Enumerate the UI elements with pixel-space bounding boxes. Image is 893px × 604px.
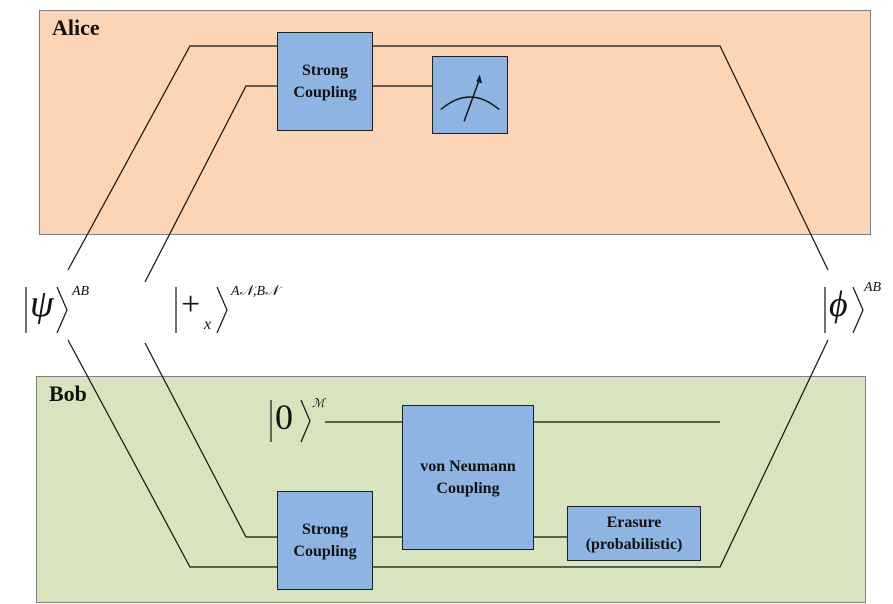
alice-strong-coupling-box: Strong Coupling [277,32,373,131]
alice-strong-coupling-label: Strong Coupling [293,61,357,101]
phi-ket-brackets [824,286,864,334]
zero-ket-brackets [270,399,311,443]
von-neumann-coupling-label: von Neumann Coupling [420,457,516,497]
wire-plus-bob [144,342,277,538]
phi-symbol: ϕ [829,284,848,324]
zero-superscript: ℳ [312,396,325,410]
von-neumann-coupling-box: von Neumann Coupling [402,405,534,550]
wire-psi-alice [67,45,829,271]
phi-superscript: AB [864,280,882,295]
plus-symbol: + [181,286,201,323]
plus-ket-brackets [175,286,228,334]
measurement-meter-box [432,56,508,134]
psi-ket-brackets [25,286,68,334]
meter-icon [440,74,500,122]
erasure-box: Erasure (probabilistic) [567,506,701,561]
psi-superscript: AB [72,284,90,299]
bob-strong-coupling-box: Strong Coupling [277,491,373,590]
erasure-label: Erasure (probabilistic) [585,513,683,553]
plus-superscript: A𝒩,B𝒩 [231,284,279,299]
bob-title: Bob [49,381,87,406]
plus-subscript: x [204,316,212,333]
zero-symbol: 0 [275,397,293,437]
psi-symbol: ψ [30,283,54,325]
wire-plus-alice [144,85,277,283]
alice-title: Alice [52,15,100,40]
wire-psi-bob [67,339,829,568]
bob-strong-coupling-label: Strong Coupling [293,520,357,560]
